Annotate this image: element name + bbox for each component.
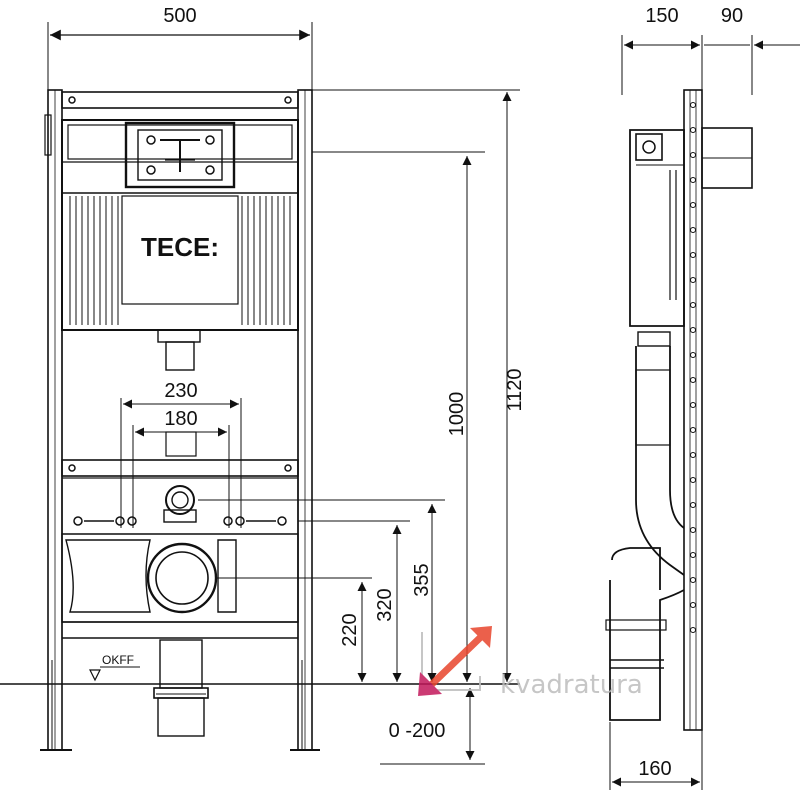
- cistern-ribs: [69, 196, 291, 325]
- drain-pipe: [153, 639, 209, 737]
- dim-500: [47, 22, 313, 95]
- dim-label-90: 90: [721, 5, 743, 27]
- cistern: [61, 119, 299, 371]
- side-view: [605, 35, 800, 790]
- mid-rail: [61, 459, 299, 535]
- dim-label-320: 320: [374, 588, 396, 621]
- floor-label-okff: OKFF: [102, 653, 134, 667]
- dim-label-230: 230: [164, 380, 197, 402]
- dim-label-355: 355: [411, 563, 433, 596]
- dim-150-90: [621, 35, 800, 95]
- dim-label-160: 160: [638, 758, 671, 780]
- dim-label-adjust-range: 0 -200: [389, 720, 446, 742]
- watermark: kvadratura: [418, 626, 643, 700]
- top-rail: [61, 91, 299, 109]
- dim-label-1000: 1000: [446, 392, 468, 437]
- dim-label-1120: 1120: [504, 368, 526, 411]
- drain-housing: [61, 533, 299, 639]
- dim-label-150: 150: [645, 5, 678, 27]
- post-holes: [690, 102, 696, 633]
- front-view: [0, 22, 520, 751]
- vertical-dimensions: [198, 89, 520, 765]
- dim-label-500: 500: [163, 5, 196, 27]
- dim-160: [609, 722, 703, 790]
- dim-label-220: 220: [339, 613, 361, 646]
- watermark-text: kvadratura: [500, 670, 643, 700]
- dim-label-180: 180: [164, 408, 197, 430]
- watermark-arrow-icon: [418, 626, 492, 696]
- brand-logo: TECE:: [141, 232, 219, 262]
